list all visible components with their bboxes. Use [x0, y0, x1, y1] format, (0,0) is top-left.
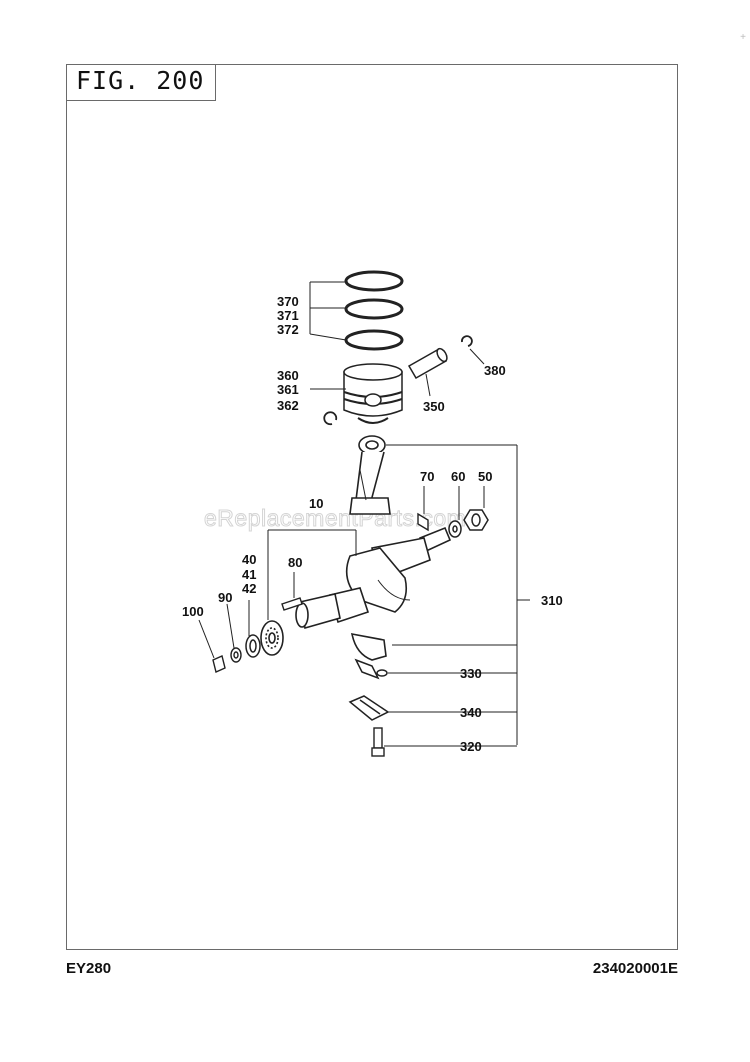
callout-370: 370	[277, 294, 299, 309]
ring-372	[344, 329, 404, 351]
callout-41: 41	[242, 567, 256, 582]
ring-leaders	[309, 281, 347, 341]
callout-70: 70	[420, 469, 434, 484]
rod-cap	[350, 632, 387, 661]
callout-380: 380	[484, 363, 506, 378]
nut-50	[463, 509, 489, 531]
callout-40: 40	[242, 552, 256, 567]
piston-pin	[407, 347, 448, 380]
callout-360: 360	[277, 368, 299, 383]
callout-362: 362	[277, 398, 299, 413]
key-80	[281, 597, 303, 611]
callout-320: 320	[460, 739, 482, 754]
crankshaft-leader	[267, 529, 357, 620]
connecting-rod	[349, 435, 391, 515]
callout-50: 50	[478, 469, 492, 484]
piston	[343, 363, 403, 424]
callout-350: 350	[423, 399, 445, 414]
circlip	[323, 411, 338, 426]
callout-310: 310	[541, 593, 563, 608]
model-number: EY280	[66, 960, 112, 977]
corner-mark: +	[740, 32, 746, 43]
oil-dipper-330	[354, 658, 388, 680]
callout-90: 90	[218, 590, 232, 605]
bolt-100	[212, 655, 226, 673]
washer-90	[230, 647, 242, 663]
rod-bolt-320	[371, 727, 385, 757]
drawing-frame	[66, 64, 678, 950]
bolt-70	[417, 512, 429, 532]
callout-80: 80	[288, 555, 302, 570]
crankshaft	[295, 526, 452, 630]
spacer-ring	[245, 634, 261, 658]
callout-60: 60	[451, 469, 465, 484]
washer-60	[448, 520, 462, 538]
figure-title: FIG. 200	[76, 66, 205, 95]
ring-371	[344, 298, 404, 320]
callout-100: 100	[182, 604, 204, 619]
callout-340: 340	[460, 705, 482, 720]
callout-330: 330	[460, 666, 482, 681]
callout-42: 42	[242, 581, 256, 596]
circlip-380	[461, 335, 473, 347]
bracket-310	[386, 444, 530, 745]
callout-372: 372	[277, 322, 299, 337]
callout-10: 10	[309, 496, 323, 511]
document-number: 234020001E	[592, 960, 678, 977]
crank-gear	[260, 620, 284, 656]
figure-title-box	[66, 64, 216, 101]
piston-rings	[344, 270, 404, 351]
callout-361: 361	[277, 382, 299, 397]
callout-371: 371	[277, 308, 299, 323]
ring-370	[344, 270, 404, 292]
lock-plate-340	[348, 695, 390, 721]
